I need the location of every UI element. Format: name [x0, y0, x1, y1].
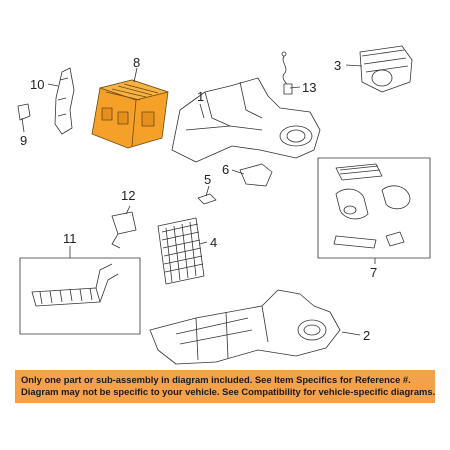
part-10-bracket [54, 67, 75, 135]
part-9-clip [17, 103, 31, 121]
part-3-blower [359, 45, 413, 93]
part-1-housing [171, 77, 321, 163]
callout-1: 1 [197, 89, 205, 104]
callout-7: 7 [370, 265, 378, 280]
callout-3: 3 [334, 58, 342, 73]
part-12 [111, 211, 137, 249]
part-11-kit [19, 257, 141, 335]
part-7-kit [317, 157, 431, 259]
callout-10: 10 [30, 77, 45, 92]
leader-lines [21, 64, 376, 336]
callout-5: 5 [204, 172, 212, 187]
callout-11: 11 [63, 231, 77, 246]
disclaimer-line-1: Only one part or sub-assembly in diagram… [21, 374, 411, 385]
part-2-lower-housing [149, 289, 341, 365]
callout-8: 8 [133, 55, 141, 70]
highlighted-part-8 [91, 79, 169, 149]
callout-2: 2 [363, 328, 371, 343]
callout-6: 6 [222, 162, 230, 177]
part-13-sensor [281, 51, 293, 95]
callout-12: 12 [121, 188, 136, 203]
callout-13: 13 [302, 80, 317, 95]
part-6 [239, 163, 273, 187]
part-5 [197, 193, 217, 205]
disclaimer-banner: Only one part or sub-assembly in diagram… [15, 370, 435, 403]
callout-9: 9 [20, 133, 28, 148]
part-4-evaporator [157, 217, 205, 285]
callout-4: 4 [210, 235, 218, 250]
disclaimer-line-2: Diagram may not be specific to your vehi… [21, 386, 436, 397]
